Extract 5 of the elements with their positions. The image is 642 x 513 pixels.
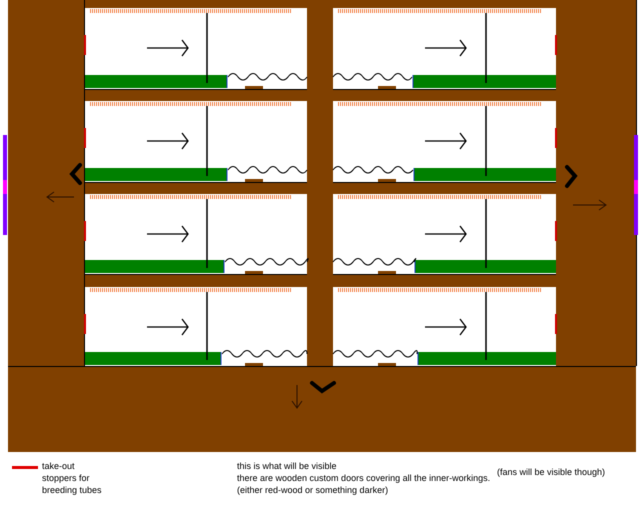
note-text: there are wooden custom doors covering all the inner-workings. — [237, 472, 490, 484]
legend-text: take-out stoppers for breeding tubes — [42, 460, 103, 496]
note-text: (fans will be visible though) — [497, 466, 606, 478]
note-text: this is what will be visible — [237, 460, 337, 472]
note-text: (either red-wood or something darker) — [237, 484, 388, 496]
